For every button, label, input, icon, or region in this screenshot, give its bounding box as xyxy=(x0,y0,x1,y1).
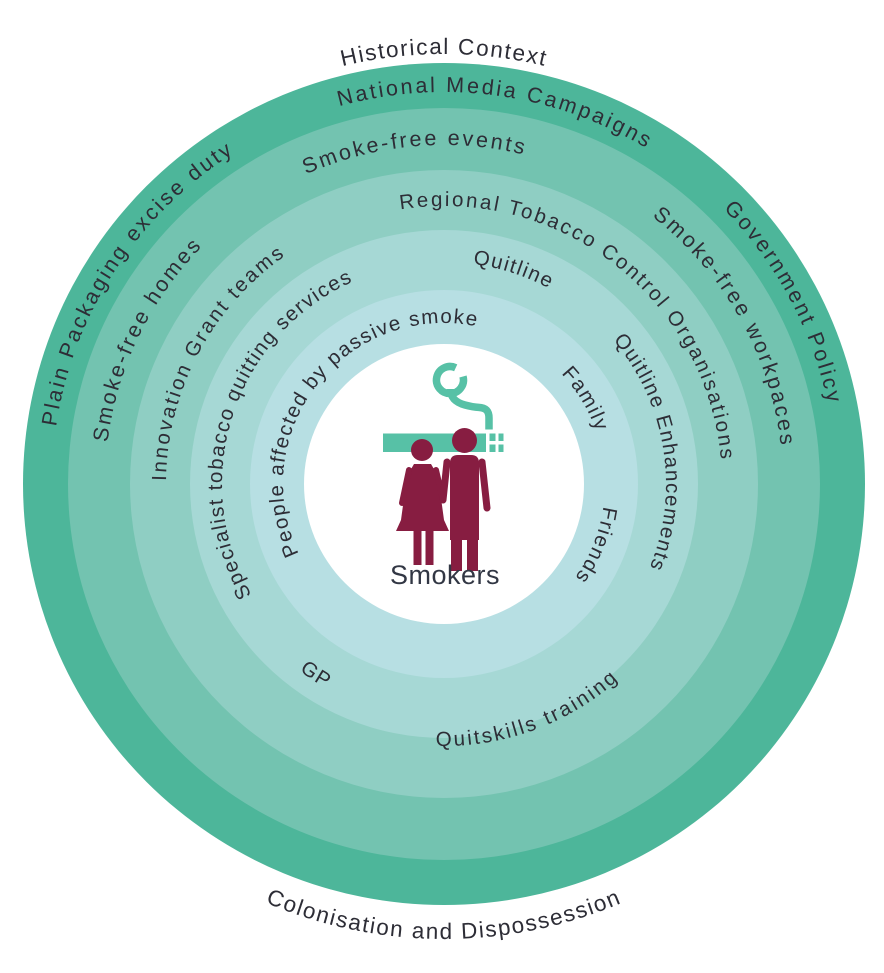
smoke-ring-icon xyxy=(432,362,468,398)
smokers-label: Smokers xyxy=(390,560,500,590)
smoke-stem-icon xyxy=(446,388,493,430)
woman-figure-icon xyxy=(396,439,449,565)
cigarette-icon xyxy=(383,433,504,452)
smokers-icon: Smokers xyxy=(383,362,504,590)
man-figure-icon xyxy=(439,428,491,571)
